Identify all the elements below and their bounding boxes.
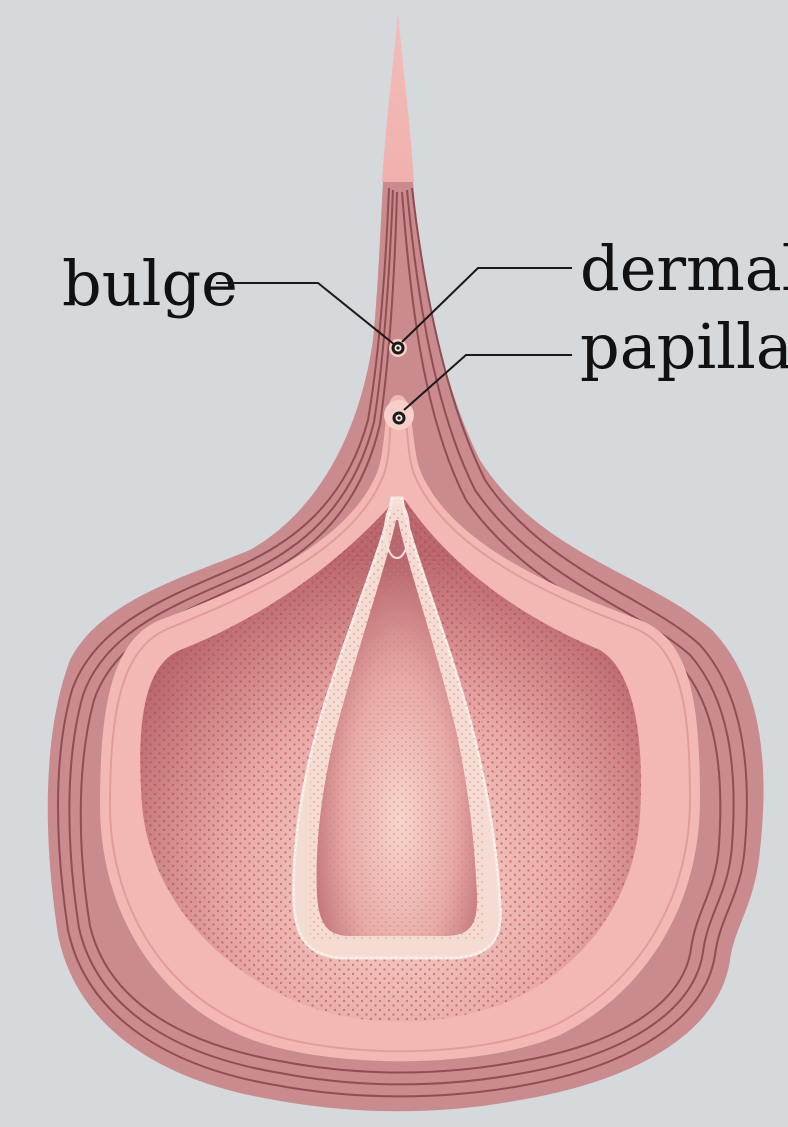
hair-shaft-tip [382,12,414,182]
bulge-leader-line [216,283,395,345]
papilla-label: papilla [580,310,788,383]
dermal-label: dermal [580,232,788,305]
bulge-label: bulge [62,247,238,320]
